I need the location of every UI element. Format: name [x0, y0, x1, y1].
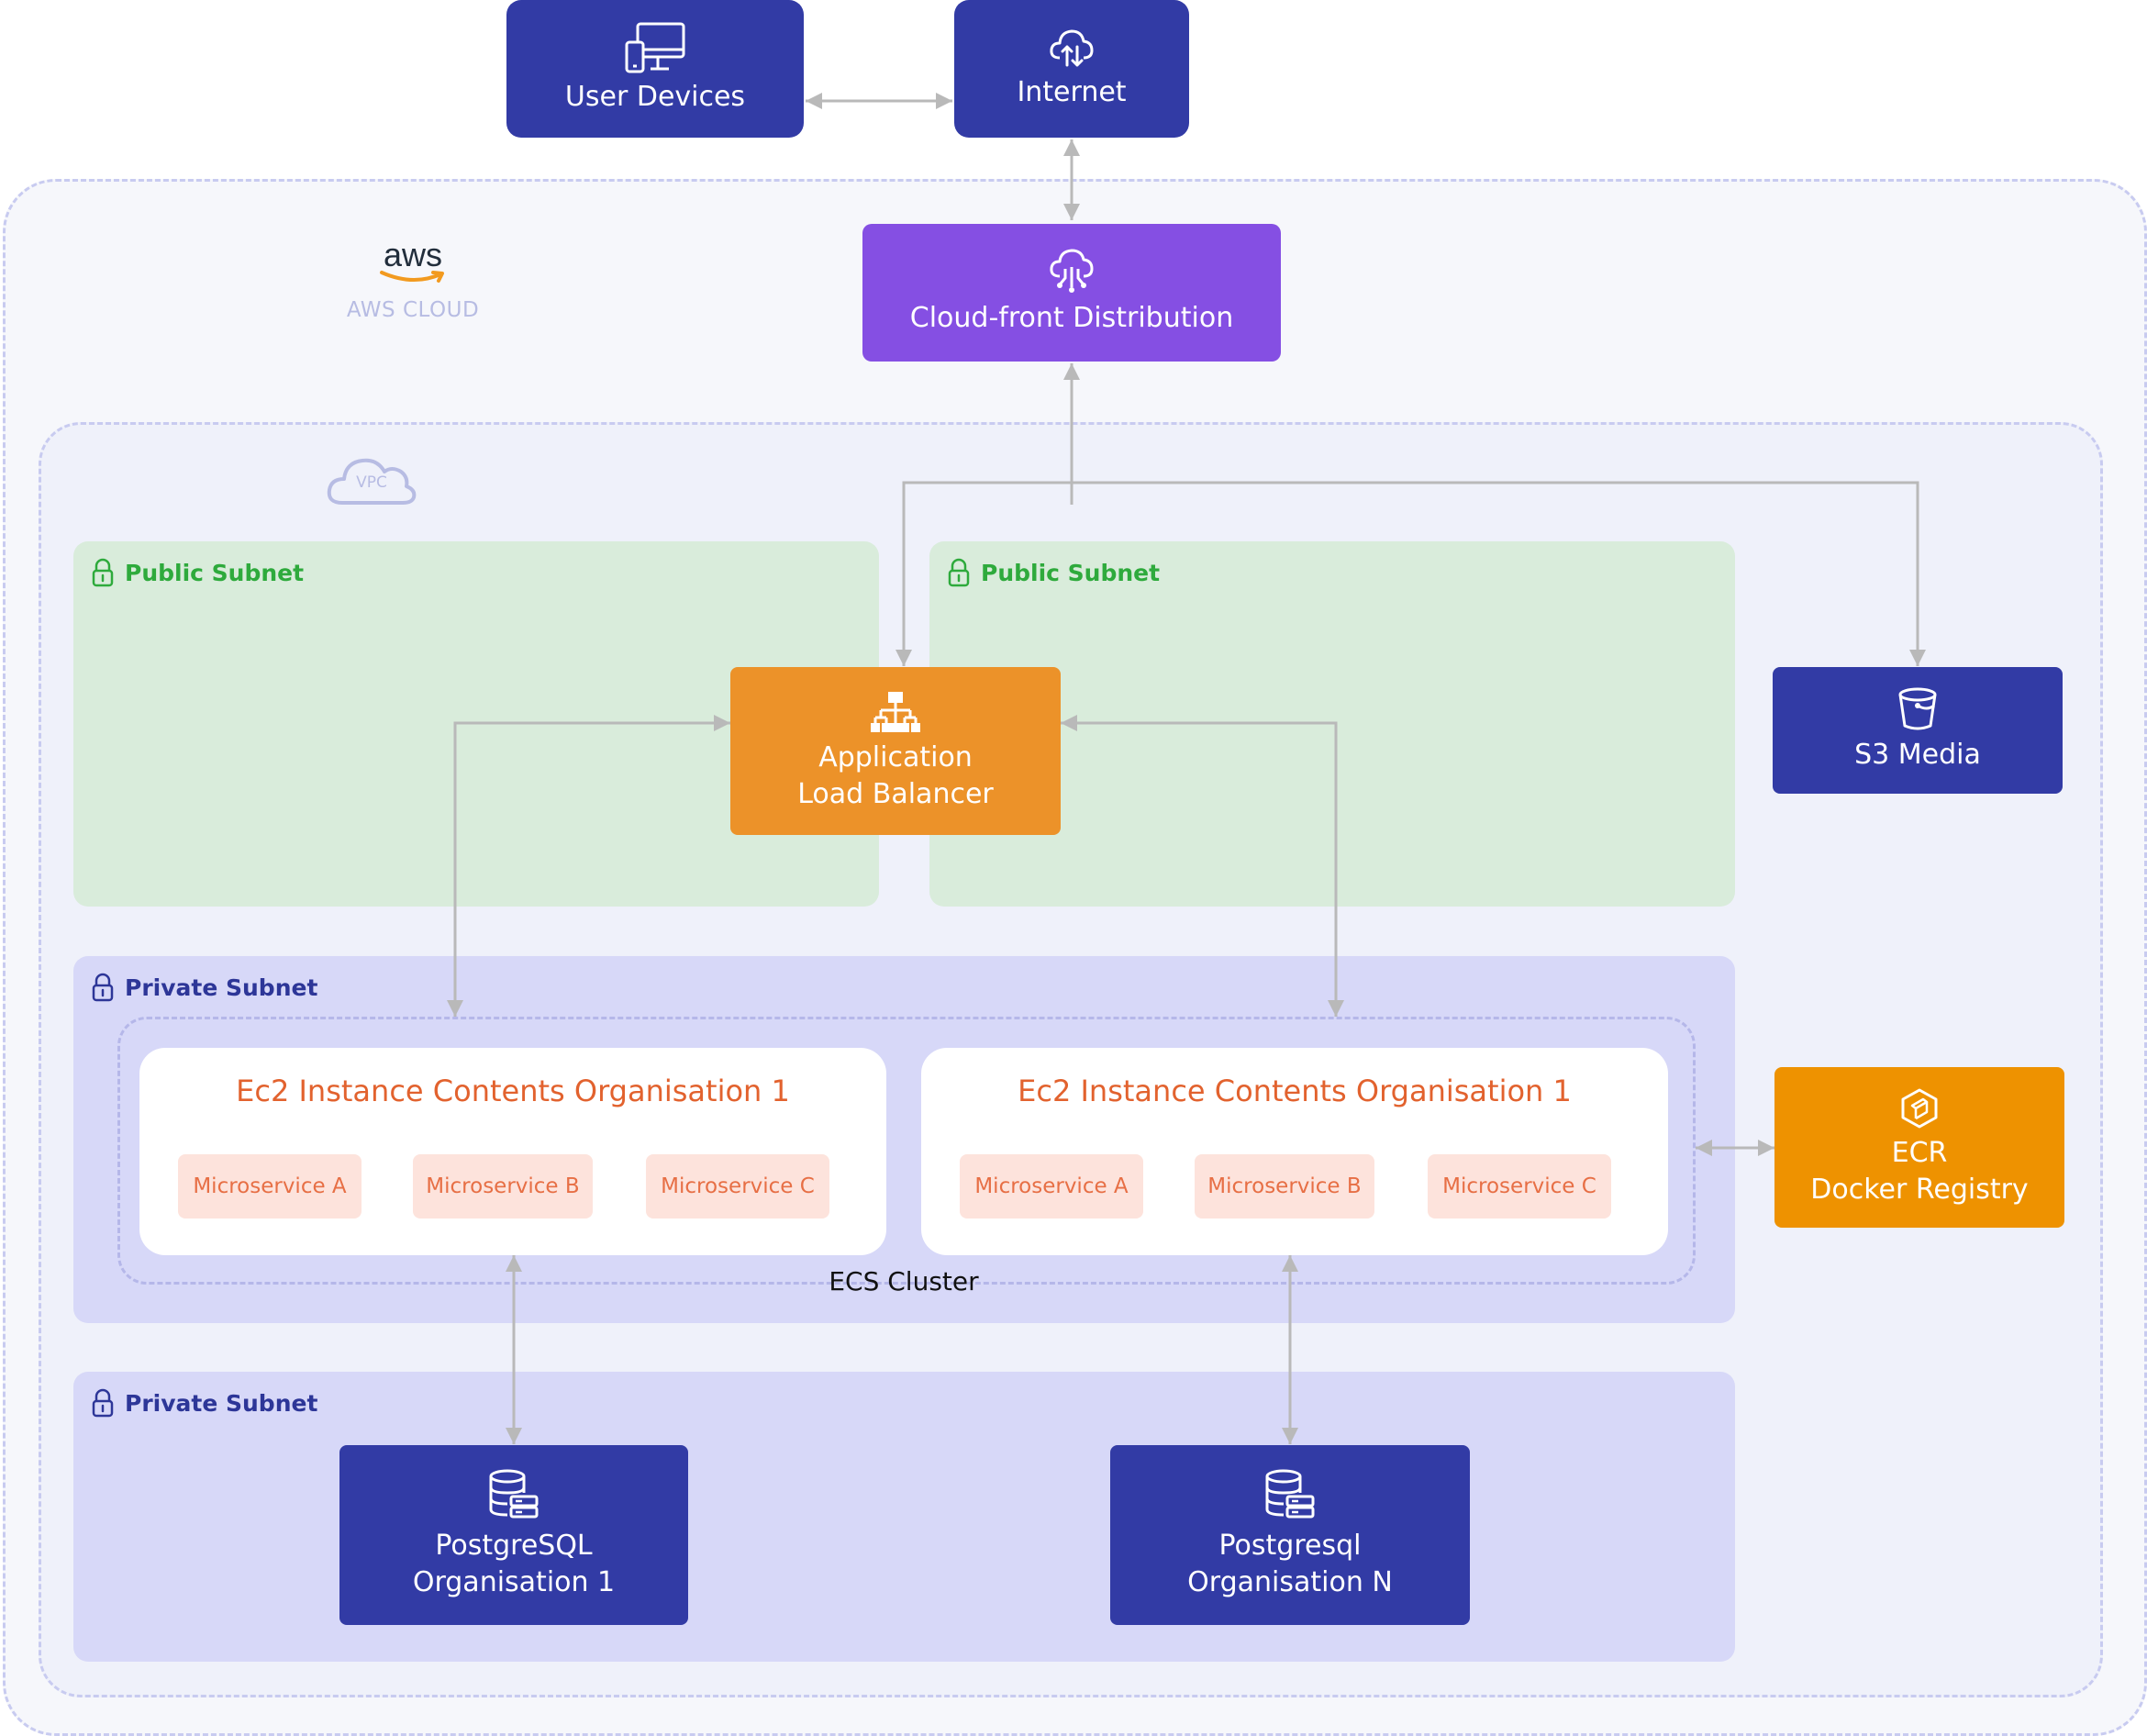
aws-cloud-label: AWS CLOUD — [346, 298, 480, 322]
microservice-a: Microservice A — [178, 1154, 362, 1219]
hierarchy-icon — [871, 691, 920, 732]
lock-icon — [92, 558, 114, 587]
microservice-b: Microservice B — [413, 1154, 593, 1219]
private-subnet-2-label: Private Subnet — [125, 1389, 318, 1417]
postgresql-organisation-n-node: Postgresql Organisation N — [1110, 1445, 1470, 1625]
internet-label: Internet — [1017, 76, 1127, 108]
cloud-network-icon — [1050, 249, 1094, 293]
lock-icon — [948, 558, 970, 587]
microservice-b: Microservice B — [1195, 1154, 1374, 1219]
private-subnet-2: Private Subnet — [73, 1372, 1735, 1662]
ecr-docker-registry-node: ECR Docker Registry — [1774, 1067, 2064, 1228]
microservice-c: Microservice C — [646, 1154, 829, 1219]
s3-media-node: S3 Media — [1773, 667, 2063, 794]
cloudfront-label: Cloud-front Distribution — [909, 302, 1234, 334]
pg1-label-line1: PostgreSQL — [435, 1530, 593, 1562]
internet-node: Internet — [954, 0, 1189, 138]
database-server-icon — [1265, 1469, 1315, 1519]
s3-media-label: S3 Media — [1854, 739, 1981, 771]
cube-icon — [1901, 1088, 1938, 1128]
aws-logo: aws — [367, 237, 459, 284]
user-devices-label: User Devices — [564, 81, 746, 113]
lock-icon — [92, 973, 114, 1002]
pgn-label-line2: Organisation N — [1187, 1566, 1393, 1598]
vpc-cloud-icon: VPC — [326, 450, 417, 508]
vpc-label: VPC — [356, 473, 387, 492]
public-subnet-2-label: Public Subnet — [981, 559, 1161, 586]
ecs-cluster — [117, 1017, 1696, 1285]
bucket-icon — [1898, 687, 1937, 730]
microservice-a: Microservice A — [960, 1154, 1143, 1219]
ec2-instance-2: Ec2 Instance Contents Organisation 1 Mic… — [921, 1048, 1668, 1255]
alb-label-line1: Application — [818, 740, 973, 773]
ecr-label-line2: Docker Registry — [1810, 1173, 2029, 1206]
devices-icon — [625, 22, 685, 73]
ec2-instance-2-title: Ec2 Instance Contents Organisation 1 — [1018, 1074, 1572, 1108]
database-server-icon — [489, 1469, 539, 1519]
postgresql-organisation-1-node: PostgreSQL Organisation 1 — [339, 1445, 688, 1625]
ecr-label-line1: ECR — [1891, 1136, 1948, 1169]
cloud-transfer-icon — [1050, 29, 1094, 67]
private-subnet-1-label: Private Subnet — [125, 974, 318, 1001]
lock-icon — [92, 1388, 114, 1418]
ecs-cluster-label: ECS Cluster — [829, 1266, 979, 1296]
cloudfront-node: Cloud-front Distribution — [862, 224, 1281, 362]
public-subnet-1-label: Public Subnet — [125, 559, 305, 586]
aws-smile-icon — [380, 271, 444, 283]
application-load-balancer-node: Application Load Balancer — [730, 667, 1061, 835]
alb-label-line2: Load Balancer — [797, 777, 994, 810]
aws-logo-text: aws — [383, 236, 443, 273]
pg1-label-line2: Organisation 1 — [412, 1566, 616, 1598]
user-devices-node: User Devices — [506, 0, 804, 138]
pgn-label-line1: Postgresql — [1218, 1530, 1362, 1562]
ec2-instance-1-title: Ec2 Instance Contents Organisation 1 — [236, 1074, 790, 1108]
microservice-c: Microservice C — [1428, 1154, 1611, 1219]
ec2-instance-1: Ec2 Instance Contents Organisation 1 Mic… — [139, 1048, 886, 1255]
